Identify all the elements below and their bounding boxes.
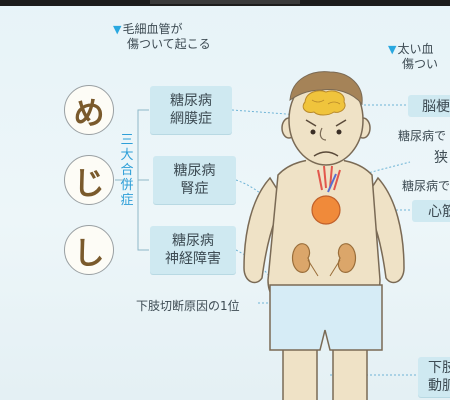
right-header: ▼太い血 傷つい <box>388 42 439 71</box>
top-bezel <box>0 0 450 6</box>
torso <box>267 158 381 301</box>
right-note-2: 糖尿病で <box>402 179 450 193</box>
brain-icon <box>302 90 346 116</box>
mnemonic-me: め <box>64 85 114 135</box>
limb-box: 下肢 動脈 <box>418 357 450 397</box>
right-note-1: 糖尿病で <box>398 129 447 143</box>
retinopathy-box: 糖尿病 網膜症 <box>150 86 232 134</box>
group-label: 三 大 合 併 症 <box>120 133 134 208</box>
group-bracket <box>115 109 149 251</box>
head <box>281 71 371 166</box>
left-header: ▼毛細血管が 傷ついて起こる <box>113 22 211 51</box>
legs <box>282 339 368 400</box>
shorts <box>269 284 383 351</box>
nephropathy-box: 糖尿病 腎症 <box>153 156 236 204</box>
neuropathy-box: 糖尿病 神経障害 <box>150 226 236 274</box>
heart-icon <box>311 165 341 225</box>
heart-box: 心筋 <box>412 200 450 222</box>
mnemonic-shi: し <box>64 225 114 275</box>
kidney-icon <box>291 243 357 277</box>
amputation-note: 下肢切断原因の1位 <box>136 299 240 313</box>
mnemonic-ji: じ <box>64 155 114 205</box>
stenosis-label: 狭 <box>434 150 448 166</box>
brain-infarction-box: 脳梗 <box>408 95 450 117</box>
